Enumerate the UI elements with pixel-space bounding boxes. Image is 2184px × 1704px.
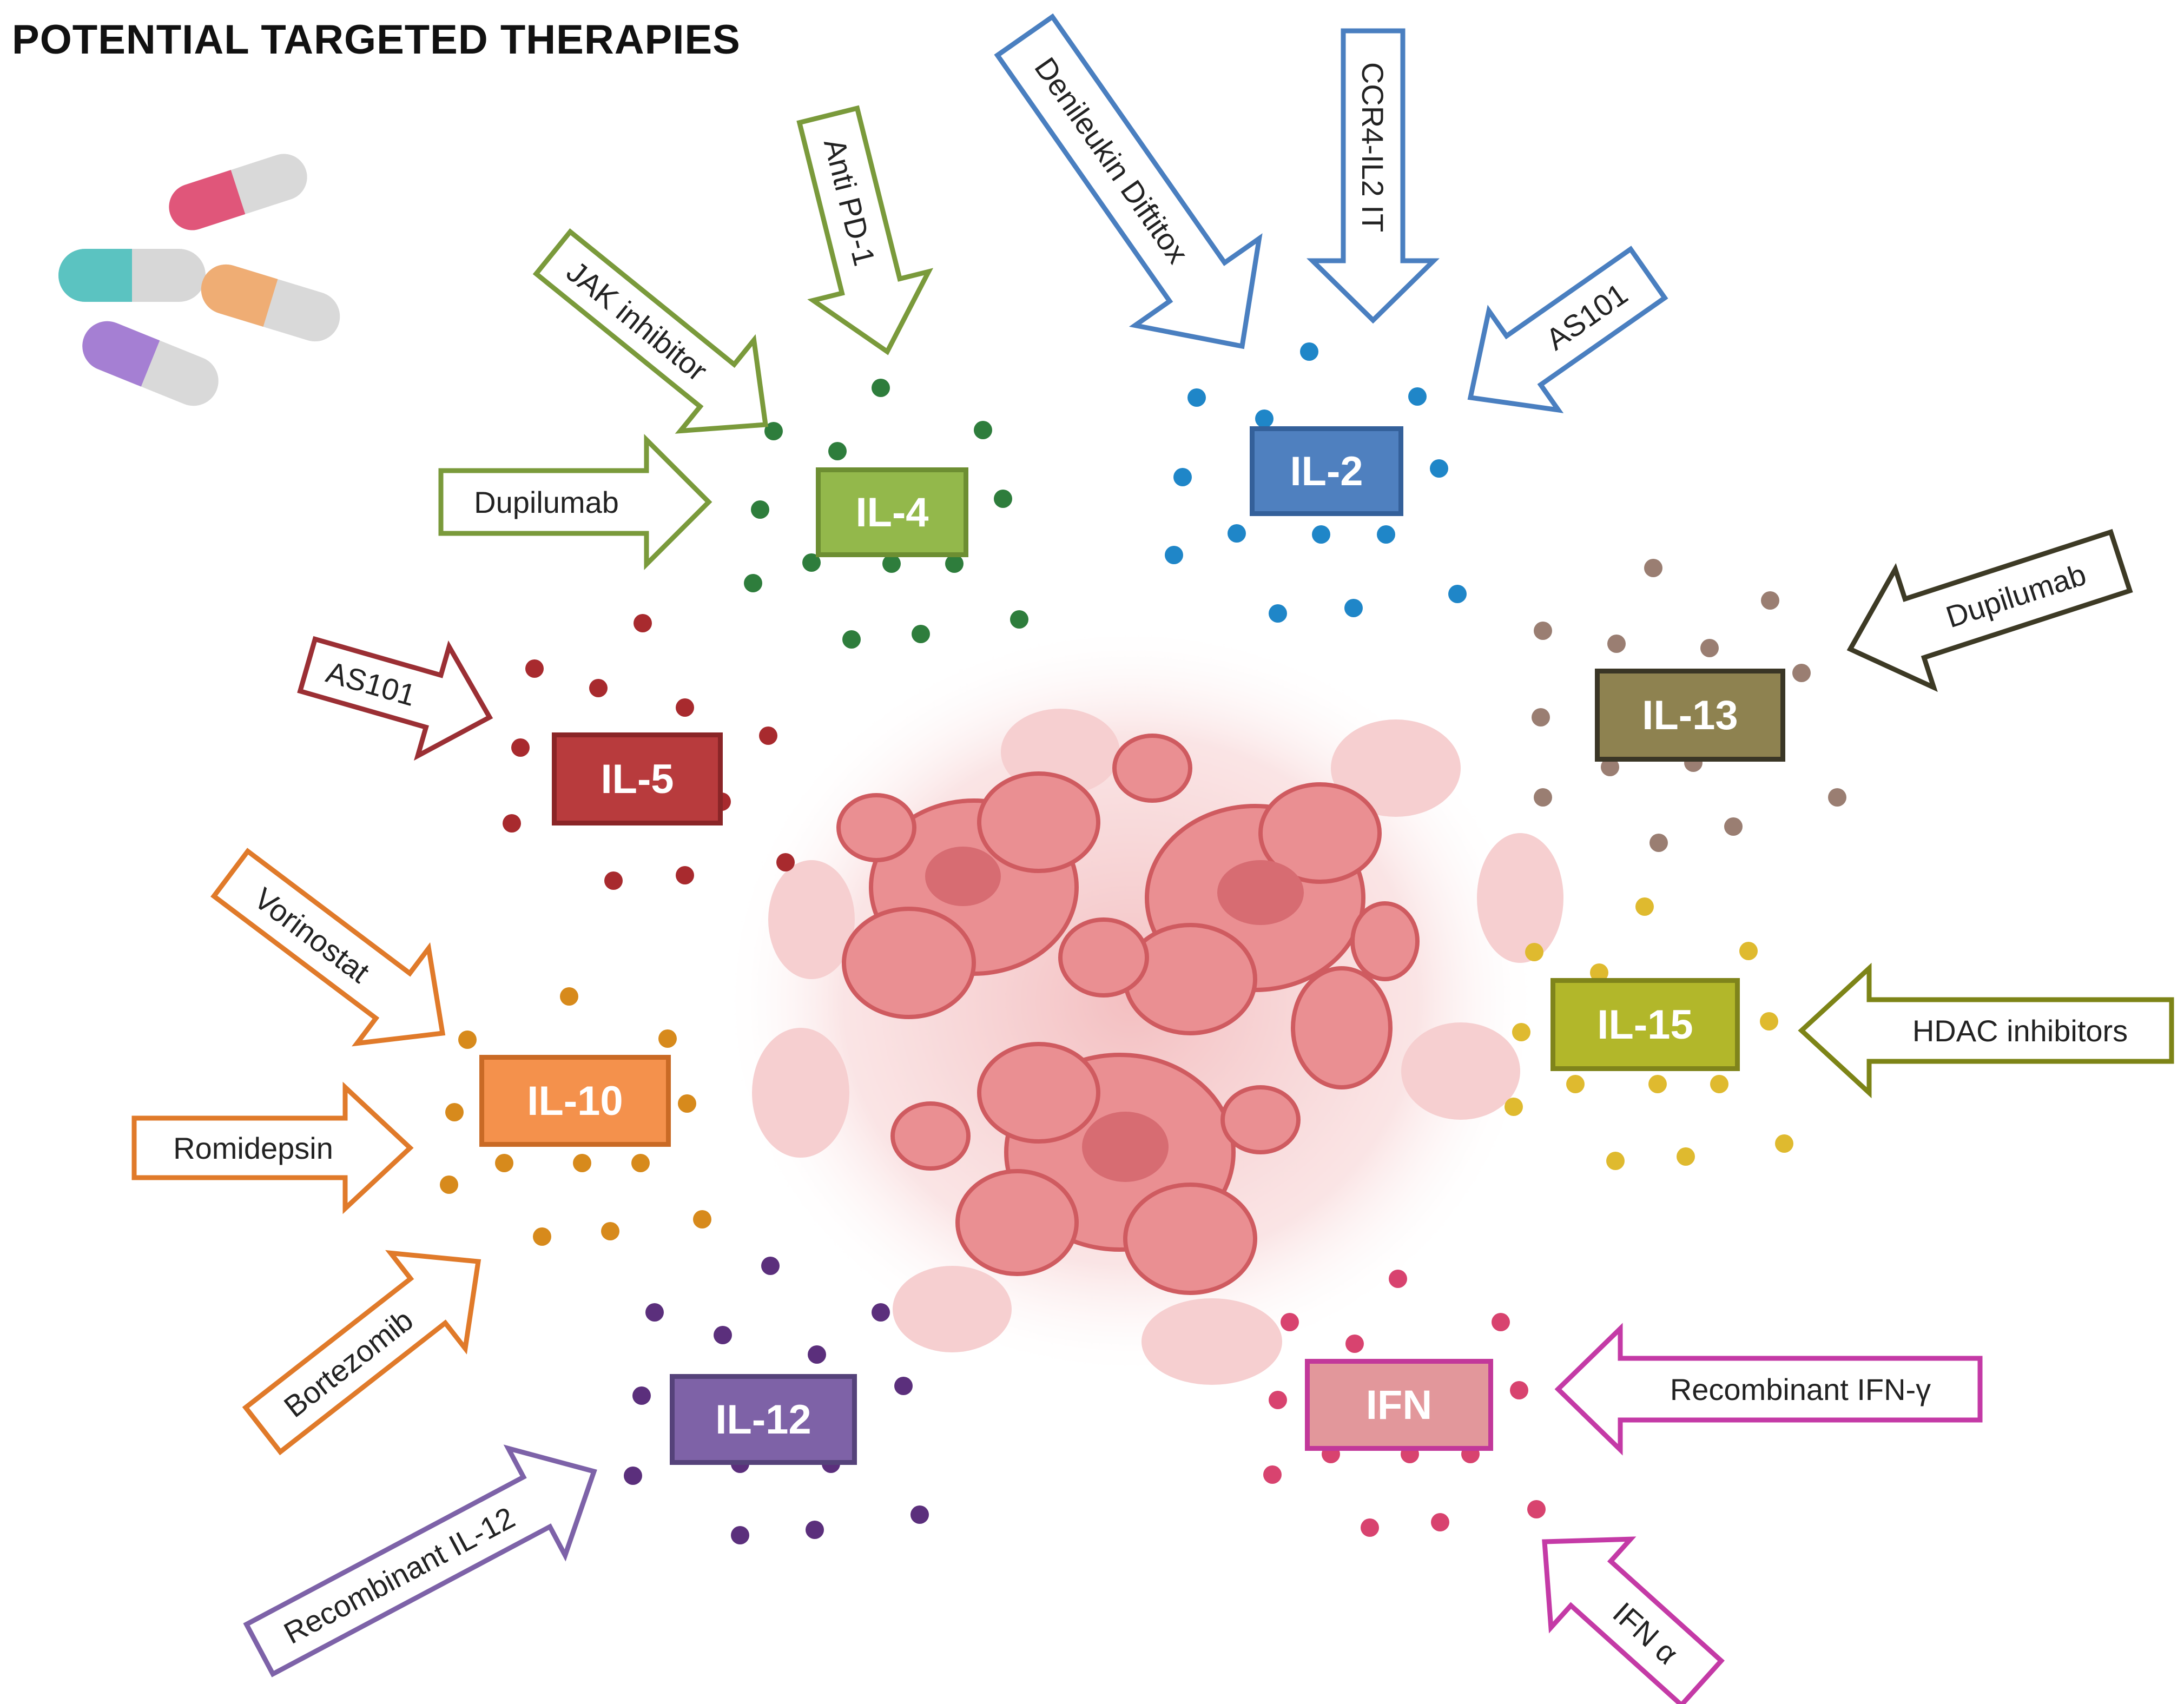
page-title: POTENTIAL TARGETED THERAPIES	[12, 17, 741, 63]
ccr4-il2-it-label: CCR4-IL2 IT	[1356, 62, 1390, 232]
hdac-inhibitors-arrow: HDAC inhibitors	[1798, 962, 2174, 1099]
il10-box: IL-10	[479, 1055, 671, 1147]
recombinant-ifn-gamma-label: Recombinant IFN-γ	[1670, 1372, 1931, 1406]
ifn-label: IFN	[1365, 1382, 1433, 1428]
il2-as101-arrow: AS101	[1467, 246, 1668, 413]
romidepsin-label: Romidepsin	[173, 1131, 333, 1165]
capsule-pills-icon	[58, 154, 340, 406]
il4-cytokine-dots	[744, 379, 1028, 649]
il5-as101-arrow: AS101	[297, 636, 493, 761]
tumor-cell-cluster	[720, 622, 1563, 1385]
ccr4-il2-it-arrow: CCR4-IL2 IT	[1306, 28, 1440, 324]
il5-cytokine-dots	[503, 614, 795, 890]
il4-dupilumab-label: Dupilumab	[474, 485, 619, 519]
denileukin-diftitox-arrow: Denileukin Diftitox	[994, 13, 1263, 349]
anti-pd1-arrow: Anti PD-1	[796, 105, 934, 355]
il13-box: IL-13	[1595, 669, 1785, 762]
bortezomib-arrow: Bortezomib	[242, 1250, 481, 1456]
recombinant-il12-arrow: Recombinant IL-12	[243, 1444, 597, 1677]
il12-box: IL-12	[670, 1374, 857, 1465]
il15-box: IL-15	[1550, 978, 1740, 1071]
jak-inhibitor-arrow: JAK inhibitor	[532, 228, 769, 434]
recombinant-il12-label: Recombinant IL-12	[278, 1500, 520, 1650]
romidepsin-arrow: Romidepsin	[131, 1081, 414, 1214]
il15-label: IL-15	[1597, 1001, 1693, 1048]
il4-dupilumab-arrow: Dupilumab	[438, 434, 712, 570]
il4-box: IL-4	[816, 467, 968, 557]
hdac-inhibitors-label: HDAC inhibitors	[1912, 1014, 2128, 1048]
denileukin-diftitox-label: Denileukin Diftitox	[1028, 51, 1195, 269]
il13-dupilumab-arrow: Dupilumab	[1846, 529, 2133, 692]
ifn-box: IFN	[1305, 1359, 1493, 1451]
ifn-cytokine-dots	[1263, 1270, 1546, 1537]
recombinant-ifn-gamma-arrow: Recombinant IFN-γ	[1554, 1323, 1983, 1456]
il5-box: IL-5	[552, 732, 723, 825]
il2-box: IL-2	[1250, 426, 1403, 516]
vorinostat-arrow: Vorinostat	[210, 848, 446, 1047]
il13-label: IL-13	[1642, 692, 1738, 738]
il2-label: IL-2	[1290, 448, 1363, 494]
il15-cytokine-dots	[1505, 897, 1793, 1170]
il10-label: IL-10	[527, 1078, 623, 1124]
il5-label: IL-5	[601, 756, 674, 802]
il2-cytokine-dots	[1165, 342, 1467, 623]
il4-label: IL-4	[855, 489, 929, 536]
il10-cytokine-dots	[440, 987, 711, 1246]
ifn-alpha-arrow: IFN α	[1542, 1536, 1725, 1704]
il12-label: IL-12	[715, 1396, 811, 1443]
jak-inhibitor-label: JAK inhibitor	[560, 254, 714, 388]
